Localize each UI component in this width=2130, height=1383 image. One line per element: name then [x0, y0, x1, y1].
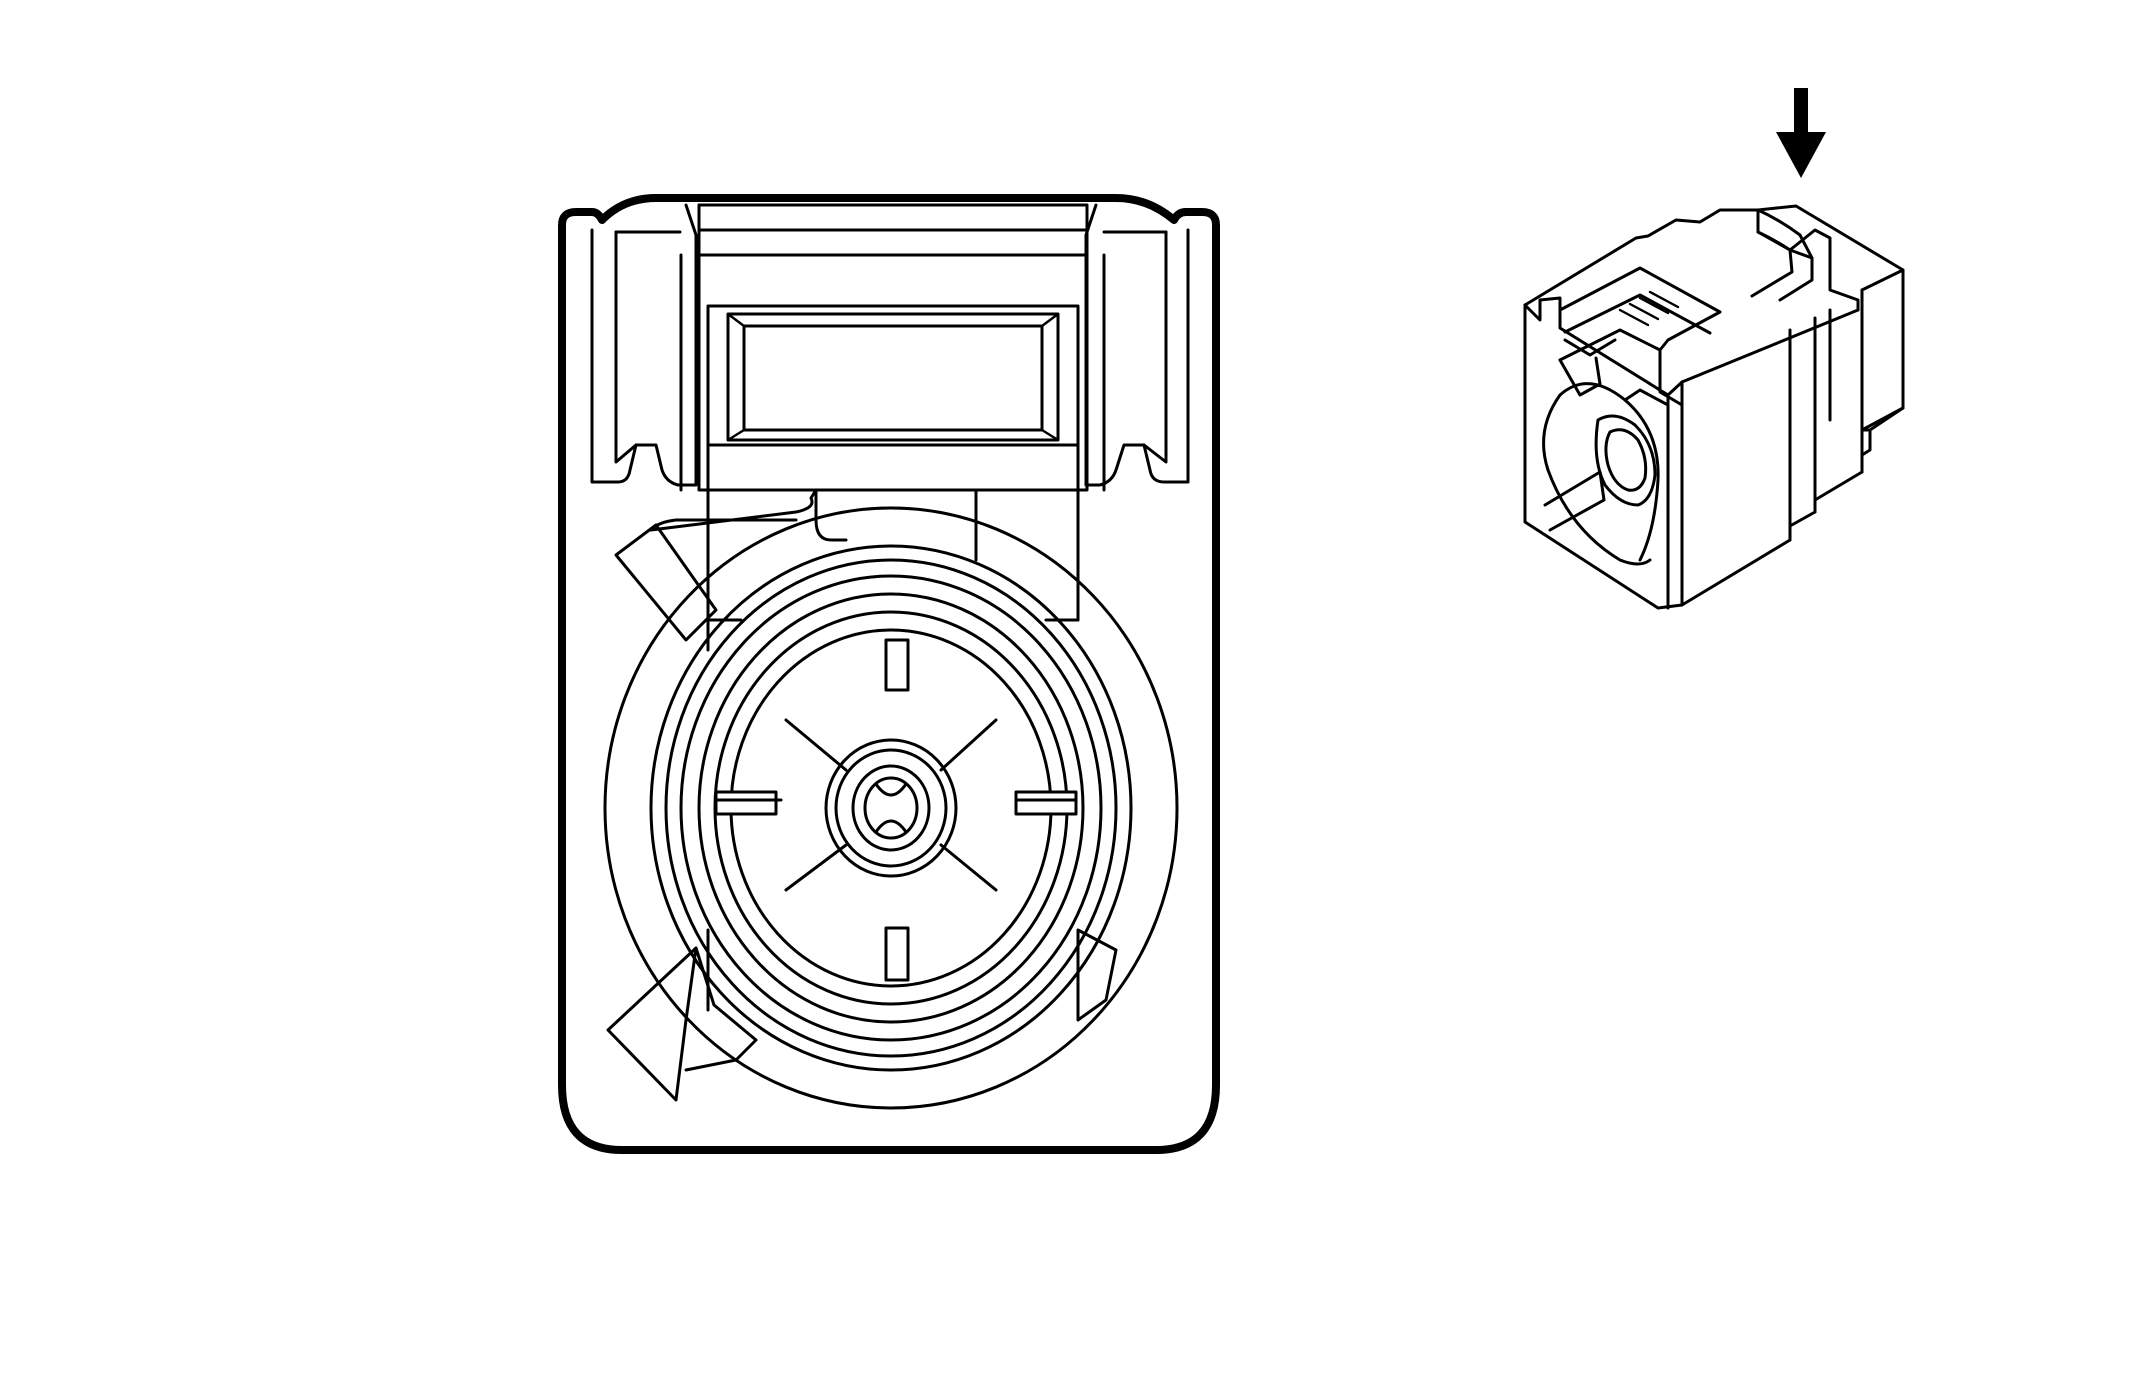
latch-frame — [590, 203, 698, 487]
lower-lug — [684, 946, 758, 1072]
center-terminal — [824, 738, 958, 878]
housing-outline — [558, 194, 1220, 1154]
connector-front-view — [558, 194, 1220, 1154]
retainer-arm — [649, 488, 848, 542]
terminal-opening — [1542, 382, 1660, 566]
left-wedge-lower — [606, 946, 698, 1102]
top-face — [1523, 208, 1860, 312]
outer-ring — [603, 506, 1179, 1110]
left-wedge-upper — [614, 523, 718, 642]
latch-tab — [679, 203, 1106, 492]
down-arrow-icon — [1776, 88, 1826, 178]
connector-isometric-view — [1523, 88, 1905, 610]
terminal-ribs — [714, 638, 1078, 982]
front-face — [1523, 303, 1860, 610]
release-tab — [1558, 266, 1722, 407]
